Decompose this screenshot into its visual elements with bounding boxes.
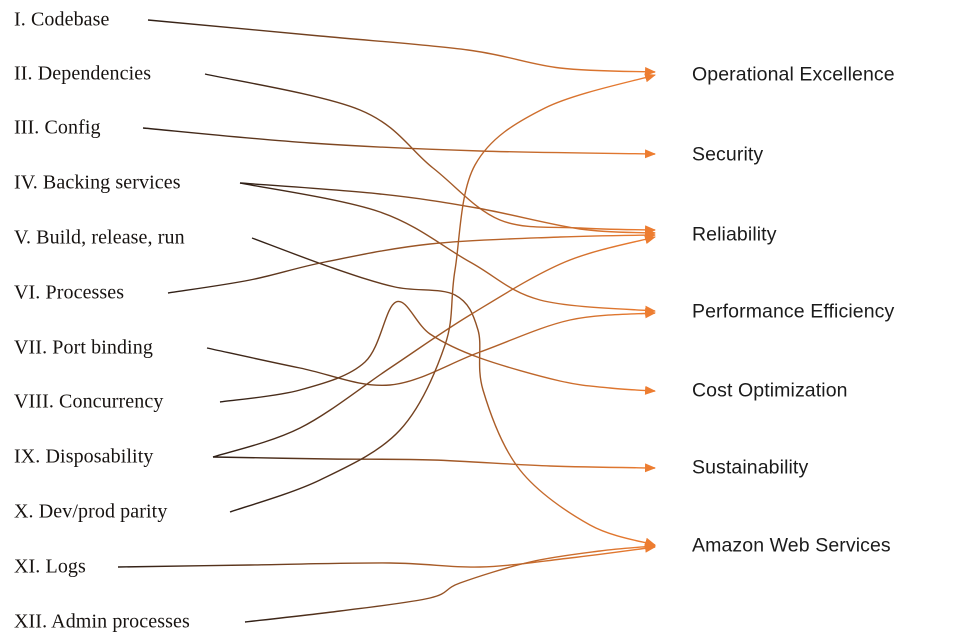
edge-xi-logs-to-amazon-web-services <box>117 543 656 568</box>
left-item-viii-concurrency: VIII. Concurrency <box>14 390 164 413</box>
left-item-vii-port-binding: VII. Port binding <box>14 336 153 359</box>
right-item-cost-optimization: Cost Optimization <box>692 379 848 402</box>
edge-xii-admin-processes-to-amazon-web-services <box>244 542 656 623</box>
left-item-ix-disposability: IX. Disposability <box>14 445 154 468</box>
edge-iv-backing-services-to-performance-efficiency <box>239 182 656 315</box>
edge-ii-dependencies-to-reliability <box>204 73 656 235</box>
edge-iv-backing-services-to-reliability <box>239 182 656 237</box>
edge-vii-port-binding-to-performance-efficiency <box>206 309 656 387</box>
edge-v-build-release-run-to-amazon-web-services <box>251 237 656 547</box>
right-item-security: Security <box>692 143 764 166</box>
edge-vi-processes-to-reliability <box>167 230 656 294</box>
edge-i-codebase-to-operational-excellence <box>147 19 656 77</box>
right-item-amazon-web-services: Amazon Web Services <box>692 534 891 557</box>
edge-ix-disposability-to-sustainability <box>212 456 656 473</box>
edge-ix-disposability-to-reliability <box>212 235 656 458</box>
left-item-iv-backing-services: IV. Backing services <box>14 171 181 194</box>
left-item-i-codebase: I. Codebase <box>14 8 110 31</box>
left-item-xii-admin-processes: XII. Admin processes <box>14 610 190 633</box>
edge-viii-concurrency-to-cost-optimization <box>219 300 656 403</box>
right-item-reliability: Reliability <box>692 223 777 246</box>
edge-x-dev-prod-parity-to-operational-excellence <box>229 73 656 513</box>
left-item-x-dev-prod-parity: X. Dev/prod parity <box>14 500 168 523</box>
left-item-vi-processes: VI. Processes <box>14 281 125 304</box>
left-item-ii-dependencies: II. Dependencies <box>14 62 152 85</box>
left-item-v-build-release-run: V. Build, release, run <box>14 226 185 249</box>
left-item-xi-logs: XI. Logs <box>14 555 86 578</box>
right-item-performance-efficiency: Performance Efficiency <box>692 300 895 323</box>
edge-iii-config-to-security <box>142 127 656 159</box>
left-item-iii-config: III. Config <box>14 116 101 139</box>
right-item-sustainability: Sustainability <box>692 456 809 479</box>
right-item-operational-excellence: Operational Excellence <box>692 63 895 86</box>
